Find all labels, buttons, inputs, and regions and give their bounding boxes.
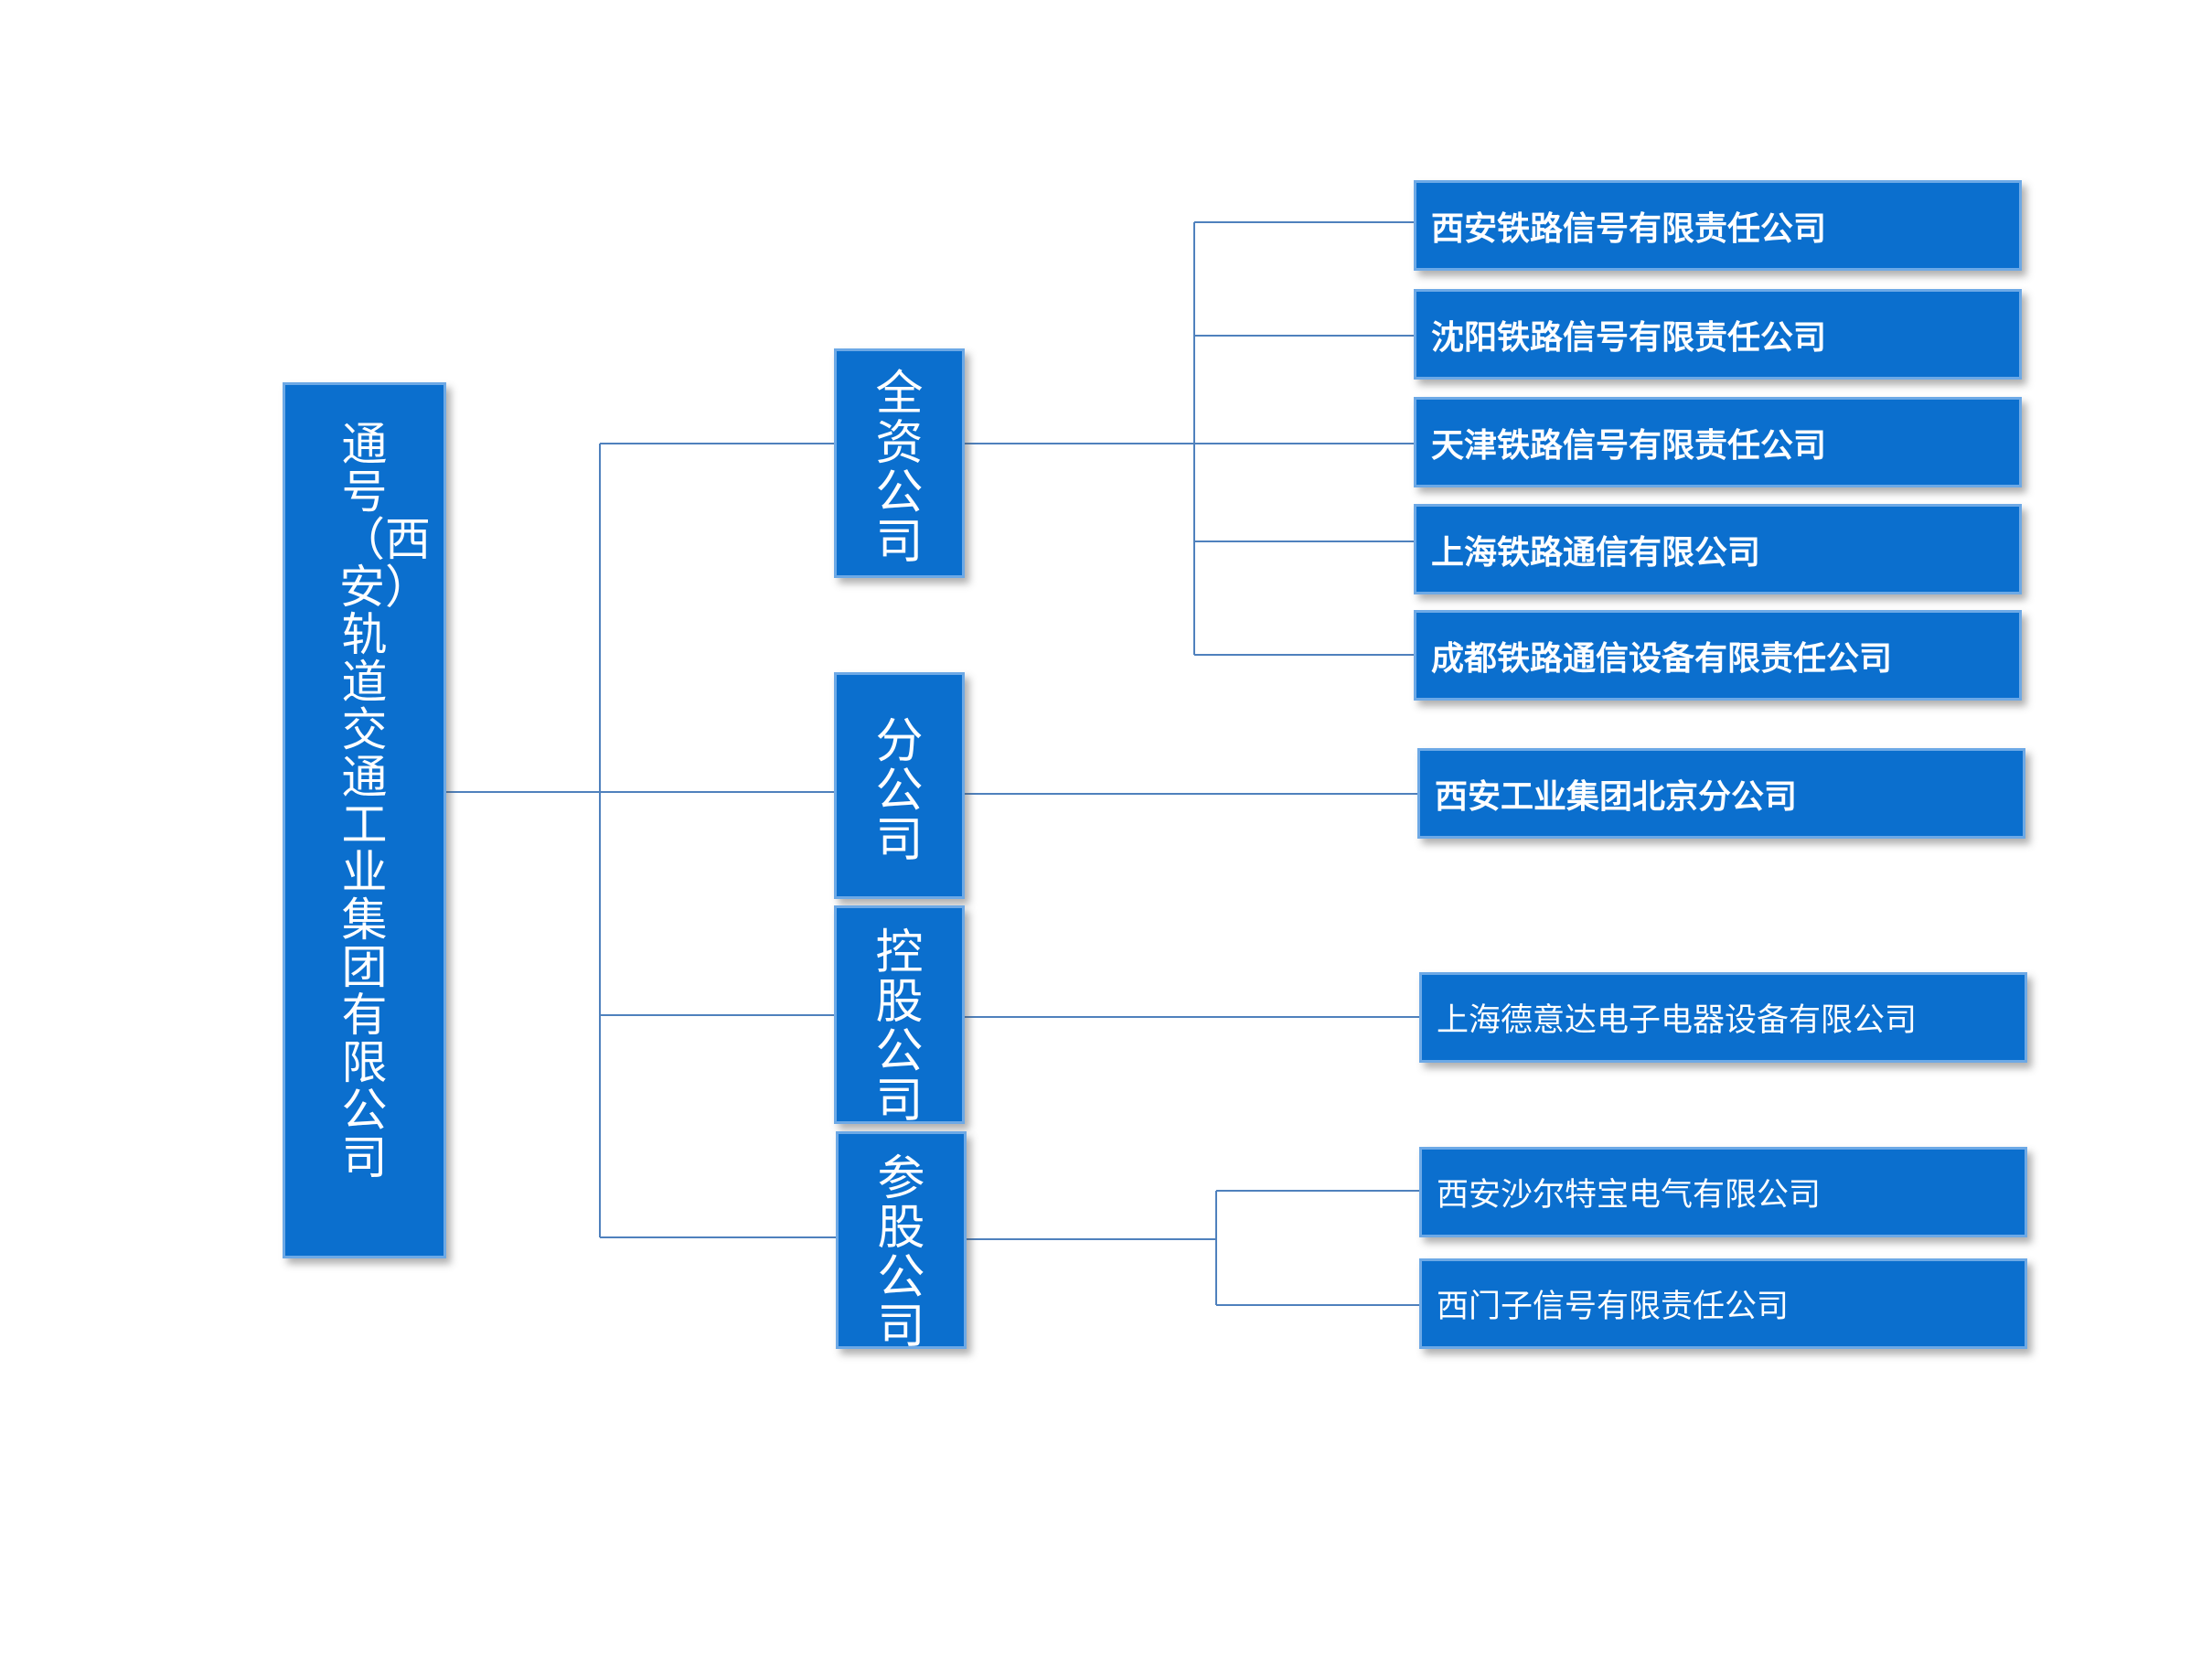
company-box-full-3: 天津铁路信号有限责任公司 (1414, 397, 2022, 487)
company-label: 天津铁路信号有限责任公司 (1431, 426, 1827, 465)
root-company-box: 通号（西安）轨道交通工业集团有限公司 (283, 382, 446, 1258)
company-box-full-4: 上海铁路通信有限公司 (1414, 504, 2022, 594)
category-share-label: 参股公司 (877, 1151, 925, 1355)
company-label: 西门子信号有限责任公司 (1437, 1289, 1790, 1325)
company-box-branch-1: 西安工业集团北京分公司 (1417, 748, 2025, 839)
company-label: 沈阳铁路信号有限责任公司 (1431, 318, 1827, 357)
category-branch-label: 分公司 (875, 714, 924, 869)
category-share-box: 参股公司 (836, 1131, 967, 1355)
company-box-full-5: 成都铁路通信设备有限责任公司 (1414, 610, 2022, 701)
company-box-holding-1: 上海德意达电子电器设备有限公司 (1419, 972, 2027, 1063)
category-branch-box: 分公司 (834, 672, 965, 899)
company-label: 西安工业集团北京分公司 (1435, 777, 1798, 816)
category-full-owned-label: 全资公司 (875, 367, 924, 571)
company-label: 西安沙尔特宝电气有限公司 (1437, 1177, 1822, 1214)
category-holding-box: 控股公司 (834, 905, 965, 1129)
company-label: 西安铁路信号有限责任公司 (1431, 209, 1827, 248)
company-box-share-2: 西门子信号有限责任公司 (1419, 1258, 2027, 1349)
company-label: 上海德意达电子电器设备有限公司 (1437, 1002, 1918, 1039)
category-holding-label: 控股公司 (875, 926, 924, 1129)
company-label: 成都铁路通信设备有限责任公司 (1431, 639, 1893, 678)
category-full-owned-box: 全资公司 (834, 348, 965, 578)
company-box-share-1: 西安沙尔特宝电气有限公司 (1419, 1147, 2027, 1237)
root-company-label: 通号（西安）轨道交通工业集团有限公司 (339, 418, 431, 1184)
company-box-full-2: 沈阳铁路信号有限责任公司 (1414, 289, 2022, 380)
company-box-full-1: 西安铁路信号有限责任公司 (1414, 180, 2022, 271)
company-label: 上海铁路通信有限公司 (1431, 533, 1761, 572)
